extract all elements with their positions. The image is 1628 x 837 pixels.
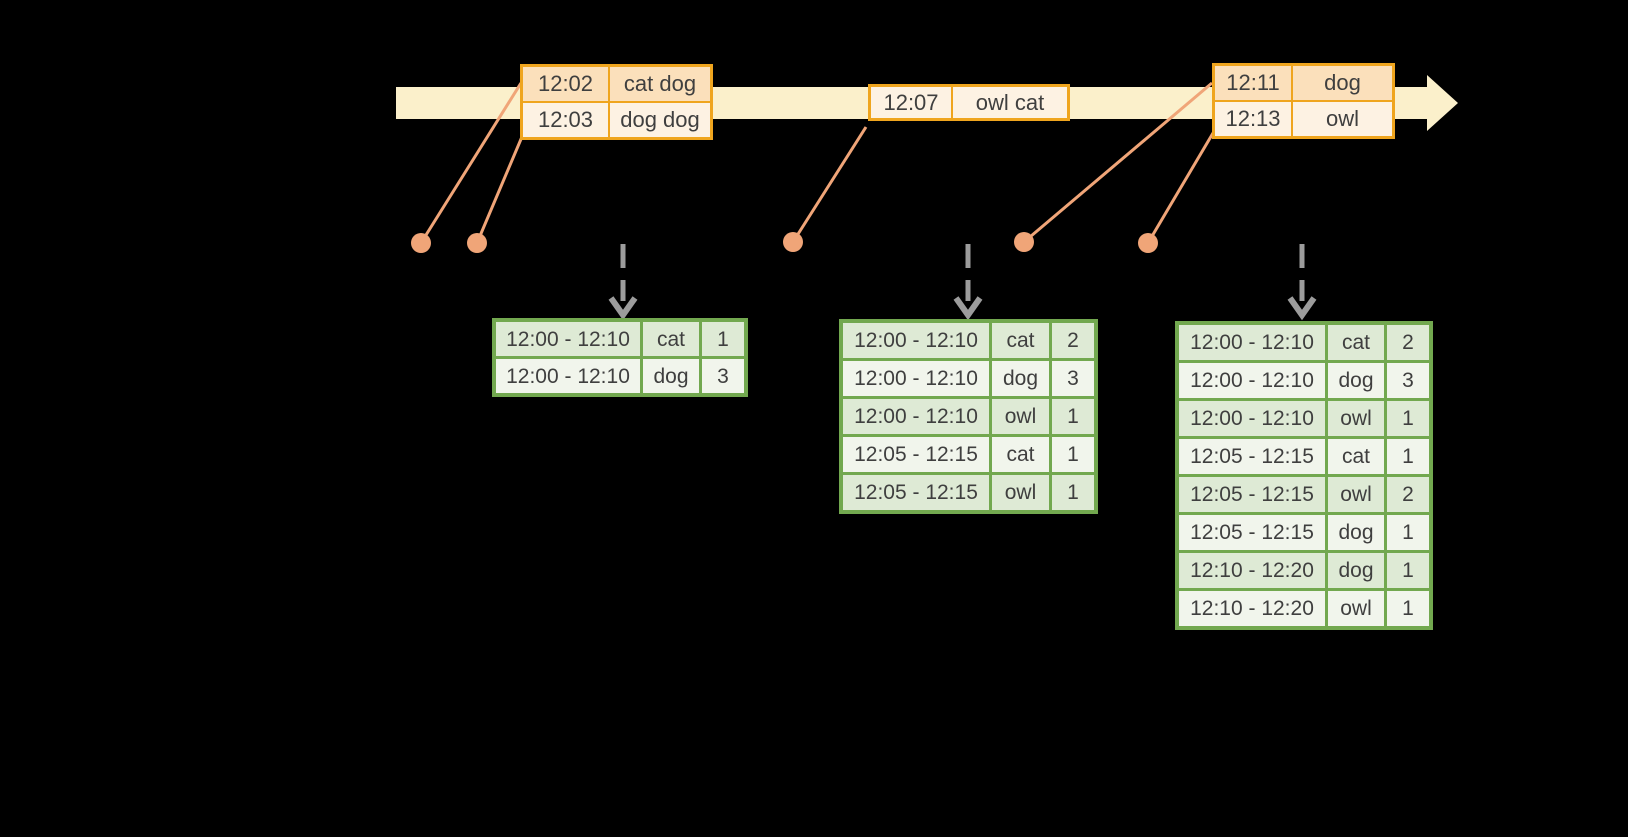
window-range: 12:05 - 12:15 [843,475,989,510]
result-row: 12:05 - 12:15 cat 1 [1179,439,1429,474]
word: cat [992,437,1049,472]
word: dog [1328,515,1384,550]
word: dog [1328,553,1384,588]
word: owl [1328,477,1384,512]
count: 1 [1052,437,1094,472]
count: 1 [1387,439,1429,474]
result-table-1: 12:00 - 12:10 cat 1 12:00 - 12:10 dog 3 [492,318,748,397]
event-table-2: 12:07 owl cat [868,84,1070,121]
event-table-1: 12:02 cat dog 12:03 dog dog [520,64,713,140]
event-connector-line [1023,81,1213,244]
result-row: 12:05 - 12:15 cat 1 [843,437,1094,472]
window-range: 12:05 - 12:15 [1179,515,1325,550]
count: 1 [1387,591,1429,626]
result-row: 12:05 - 12:15 dog 1 [1179,515,1429,550]
window-range: 12:05 - 12:15 [843,437,989,472]
event-dot-icon [411,233,431,253]
word: cat [643,322,699,356]
window-range: 12:05 - 12:15 [1179,439,1325,474]
count: 2 [1387,477,1429,512]
event-dot-icon [1138,233,1158,253]
result-row: 12:00 - 12:10 dog 3 [843,361,1094,396]
count: 2 [1052,323,1094,358]
trigger-arrow-icon [953,244,983,321]
window-range: 12:00 - 12:10 [1179,401,1325,436]
event-connector-line [1146,127,1218,244]
timeline-arrowhead-icon [1427,75,1458,131]
window-range: 12:00 - 12:10 [843,361,989,396]
word: cat [1328,325,1384,360]
event-time: 12:11 [1215,66,1291,100]
result-row: 12:00 - 12:10 cat 2 [1179,325,1429,360]
event-dot-icon [1014,232,1034,252]
result-row: 12:00 - 12:10 dog 3 [496,359,744,393]
window-range: 12:05 - 12:15 [1179,477,1325,512]
event-connector-line [791,126,868,243]
count: 1 [702,322,744,356]
word: owl [992,475,1049,510]
word: dog [992,361,1049,396]
event-row: 12:03 dog dog [523,103,710,137]
count: 3 [1387,363,1429,398]
event-time: 12:13 [1215,102,1291,136]
event-words: dog [1293,66,1392,100]
count: 1 [1387,553,1429,588]
event-row: 12:02 cat dog [523,67,710,101]
result-row: 12:00 - 12:10 cat 2 [843,323,1094,358]
window-range: 12:10 - 12:20 [1179,591,1325,626]
window-range: 12:00 - 12:10 [496,322,640,356]
result-table-2: 12:00 - 12:10 cat 2 12:00 - 12:10 dog 3 … [839,319,1098,514]
result-row: 12:00 - 12:10 owl 1 [1179,401,1429,436]
result-row: 12:00 - 12:10 cat 1 [496,322,744,356]
event-time: 12:07 [871,87,951,118]
event-words: owl [1293,102,1392,136]
count: 1 [1387,515,1429,550]
word: cat [1328,439,1384,474]
result-row: 12:00 - 12:10 owl 1 [843,399,1094,434]
window-range: 12:00 - 12:10 [843,399,989,434]
event-dot-icon [467,233,487,253]
count: 3 [1052,361,1094,396]
event-connector-line [475,131,526,244]
trigger-arrow-icon [608,244,638,321]
event-words: cat dog [610,67,710,101]
count: 2 [1387,325,1429,360]
window-range: 12:10 - 12:20 [1179,553,1325,588]
count: 1 [1387,401,1429,436]
word: dog [643,359,699,393]
event-words: owl cat [953,87,1067,118]
word: cat [992,323,1049,358]
window-range: 12:00 - 12:10 [496,359,640,393]
event-row: 12:13 owl [1215,102,1392,136]
word: owl [1328,401,1384,436]
result-row: 12:05 - 12:15 owl 1 [843,475,1094,510]
result-row: 12:00 - 12:10 dog 3 [1179,363,1429,398]
word: owl [1328,591,1384,626]
count: 1 [1052,399,1094,434]
event-connector-line [419,82,523,244]
event-dot-icon [783,232,803,252]
window-range: 12:00 - 12:10 [843,323,989,358]
result-table-3: 12:00 - 12:10 cat 2 12:00 - 12:10 dog 3 … [1175,321,1433,630]
event-row: 12:11 dog [1215,66,1392,100]
event-row: 12:07 owl cat [871,87,1067,118]
trigger-arrow-icon [1287,244,1317,321]
event-time: 12:02 [523,67,608,101]
event-time: 12:03 [523,103,608,137]
word: dog [1328,363,1384,398]
window-range: 12:00 - 12:10 [1179,325,1325,360]
result-row: 12:05 - 12:15 owl 2 [1179,477,1429,512]
window-range: 12:00 - 12:10 [1179,363,1325,398]
result-row: 12:10 - 12:20 owl 1 [1179,591,1429,626]
result-row: 12:10 - 12:20 dog 1 [1179,553,1429,588]
event-words: dog dog [610,103,710,137]
count: 1 [1052,475,1094,510]
count: 3 [702,359,744,393]
event-table-3: 12:11 dog 12:13 owl [1212,63,1395,139]
word: owl [992,399,1049,434]
